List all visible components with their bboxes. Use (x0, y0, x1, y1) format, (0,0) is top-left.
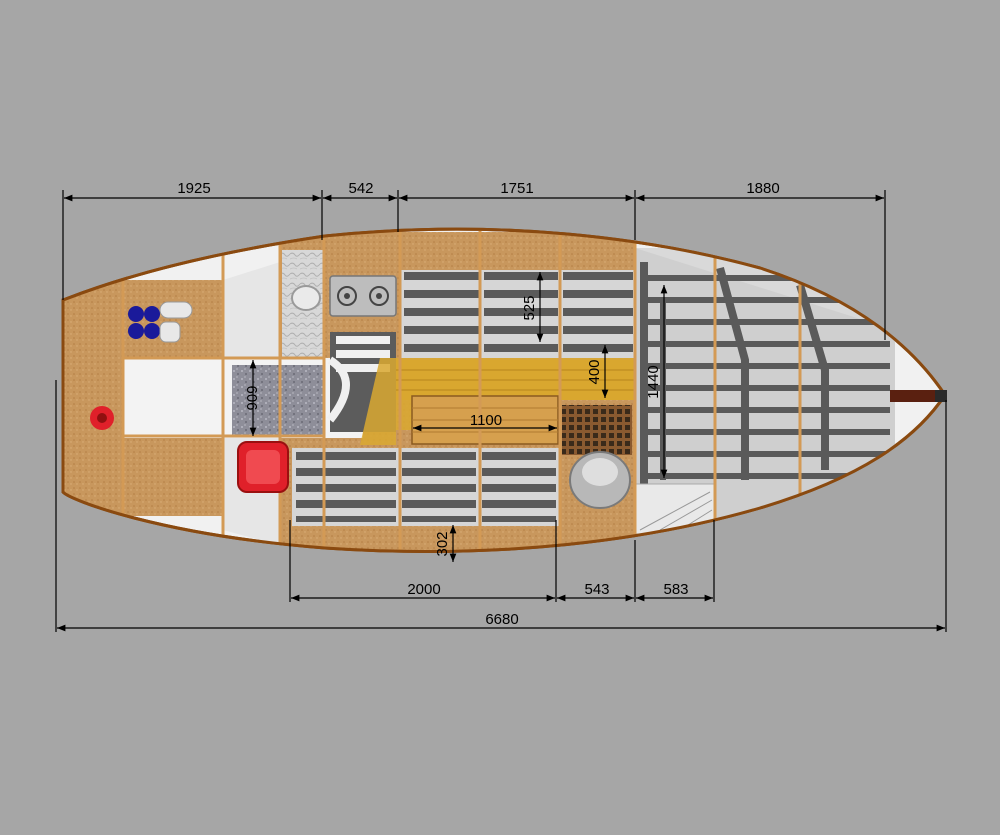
dimension-lines (55, 190, 947, 632)
dim-label-top-2: 542 (348, 180, 373, 197)
port-berth-slats (400, 270, 635, 358)
gas-bottles-icon (128, 301, 193, 343)
dim-label-sole: 400 (586, 359, 603, 384)
bilge-pump-icon (90, 406, 114, 430)
dimension-labels: 1925 542 1751 1880 2000 543 583 6680 110… (177, 180, 779, 628)
v-berth-slats (640, 262, 890, 532)
stove-icon (329, 275, 397, 317)
bow-fitting-icon (935, 390, 947, 402)
starboard-berth-slats (292, 448, 560, 526)
forward-shelf (635, 483, 715, 535)
dim-label-top-1: 1925 (177, 180, 210, 197)
dim-label-bottom-3: 583 (663, 581, 688, 598)
dim-label-overall: 6680 (485, 611, 518, 628)
head-grate (562, 405, 632, 455)
dim-label-vberth: 1440 (645, 365, 662, 398)
dim-label-galley: 606 (243, 385, 260, 410)
bulkheads (121, 230, 802, 552)
dim-label-shelf: 302 (434, 531, 451, 556)
hull (61, 227, 947, 553)
dim-label-top-4: 1880 (746, 180, 779, 197)
dim-label-table: 1100 (470, 412, 502, 429)
dim-label-bottom-1: 2000 (407, 581, 440, 598)
dim-label-top-3: 1751 (500, 180, 533, 197)
dim-label-bottom-2: 543 (584, 581, 609, 598)
cockpit-locker-bottom (123, 436, 223, 516)
dim-label-bunk: 525 (521, 295, 538, 320)
galley-block (232, 365, 324, 437)
sink-icon (291, 285, 321, 311)
